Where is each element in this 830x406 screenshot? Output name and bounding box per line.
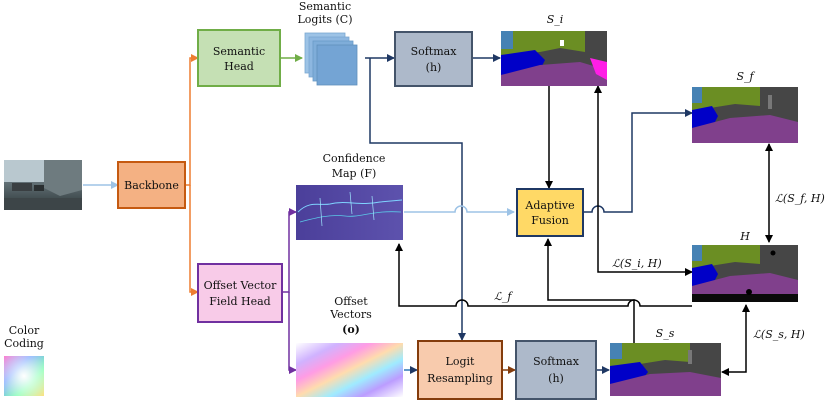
adaptive-fusion-line1: Adaptive	[524, 199, 574, 212]
confidence-map-label-2: Map (F)	[332, 167, 377, 180]
offset-head-line1: Offset Vector	[204, 279, 278, 292]
offset-vectors-label-1: Offset	[334, 295, 368, 308]
softmax-bottom-line2: (h)	[548, 372, 564, 385]
edge-loss-f	[395, 243, 692, 307]
label-loss-f: ℒ_f	[494, 290, 513, 303]
edge-loss-ss-h	[721, 304, 750, 376]
semantic-logits-stack	[304, 32, 358, 86]
color-coding-swatch	[4, 356, 44, 396]
offset-vectors-label-3: (o)	[342, 323, 360, 336]
edge-logits-resampling	[369, 58, 466, 341]
adaptive-fusion-line2: Fusion	[531, 214, 569, 227]
edge-loss-si-h	[594, 85, 693, 276]
color-coding-label-1: Color	[9, 324, 40, 337]
segmentation-sf	[692, 87, 798, 143]
softmax-top-line1: Softmax	[411, 45, 458, 58]
segmentation-h	[692, 245, 798, 302]
offset-head-node: Offset Vector Field Head	[197, 263, 283, 323]
logit-resampling-line2: Resampling	[427, 372, 493, 385]
label-ss: S_s	[656, 327, 675, 340]
confidence-map-label-1: Confidence	[323, 152, 386, 165]
segmentation-ss	[610, 343, 721, 396]
edge-offsethead-conf	[282, 208, 297, 293]
edge-backbone-offset-head	[189, 185, 199, 296]
edge-conf-fusion	[404, 205, 515, 216]
input-image	[4, 160, 82, 210]
backbone-node: Backbone	[117, 161, 186, 209]
softmax-bottom-node: Softmax (h)	[515, 340, 597, 400]
softmax-top-node: Softmax (h)	[394, 31, 473, 87]
label-h: H	[739, 230, 750, 243]
offset-vectors-image	[296, 343, 403, 397]
label-sf: S_f	[736, 70, 755, 83]
logit-resampling-node: Logit Resampling	[417, 340, 503, 400]
offset-vectors-label-2: Vectors	[329, 308, 372, 321]
label-loss-si-h: ℒ(S_i, H)	[612, 257, 662, 270]
softmax-bottom-line1: Softmax	[533, 355, 580, 368]
label-loss-sf-h: ℒ(S_f, H)	[775, 192, 825, 205]
confidence-map-image	[296, 185, 403, 240]
semantic-head-line1: Semantic	[213, 45, 265, 58]
adaptive-fusion-node: Adaptive Fusion	[516, 188, 584, 237]
edge-ss-fusion	[544, 238, 635, 343]
edge-backbone-heads	[185, 54, 199, 186]
color-coding-label-2: Coding	[4, 337, 44, 350]
edge-offsethead-vectors	[288, 292, 297, 374]
semantic-logits-label-2: Logits (C)	[297, 13, 352, 26]
offset-head-line2: Field Head	[209, 295, 270, 308]
label-si: S_i	[547, 13, 564, 26]
logit-resampling-line1: Logit	[446, 355, 475, 368]
semantic-head-node: Semantic Head	[197, 29, 281, 87]
semantic-head-line2: Head	[224, 60, 254, 73]
semantic-logits-label-1: Semantic	[299, 0, 351, 13]
backbone-label: Backbone	[124, 179, 179, 192]
segmentation-si	[501, 31, 607, 86]
label-loss-ss-h: ℒ(S_s, H)	[753, 328, 805, 341]
softmax-top-line2: (h)	[426, 61, 442, 74]
edge-fusion-sf	[583, 109, 693, 213]
